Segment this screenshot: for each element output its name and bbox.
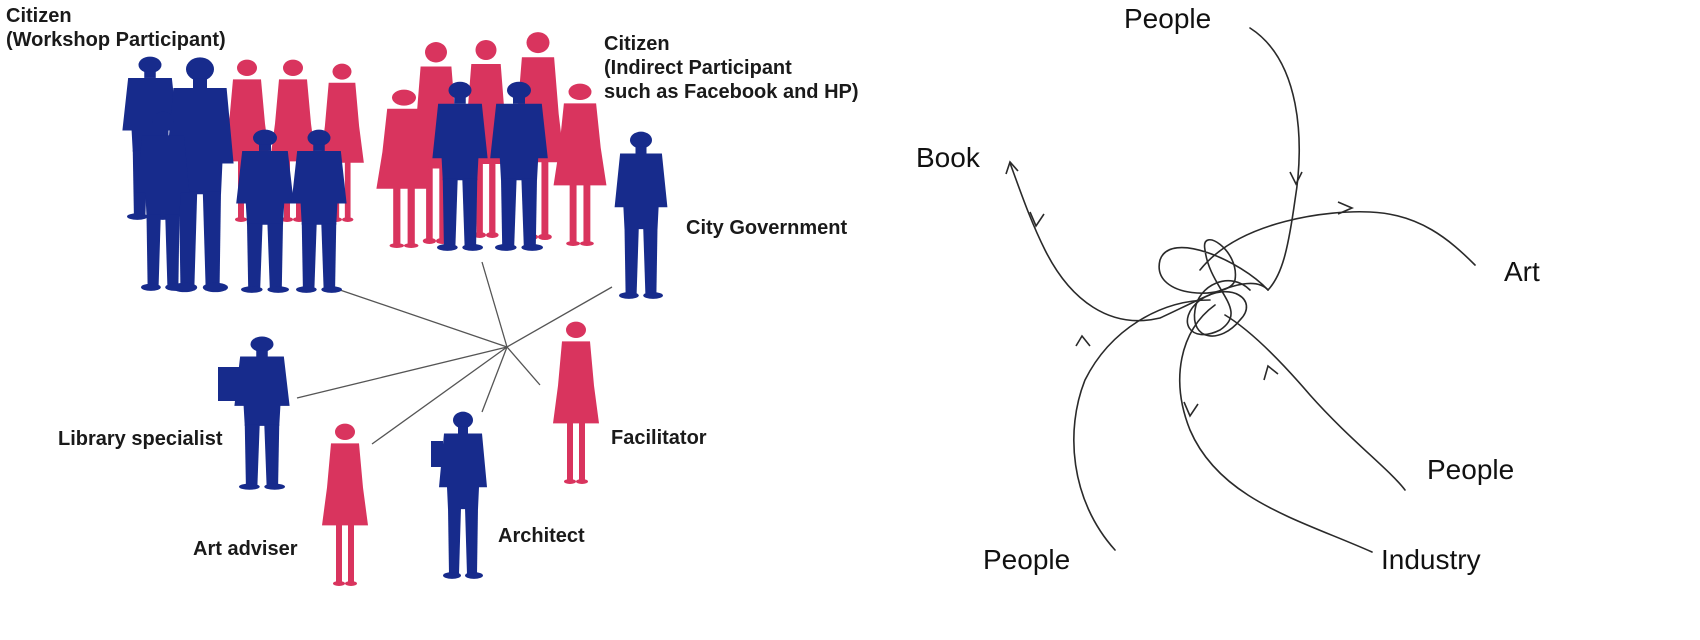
arrowhead (1029, 211, 1045, 228)
label-architect: Architect (498, 525, 585, 547)
arrowhead (1263, 364, 1279, 381)
box-icon (218, 367, 248, 401)
stroke-people-right (1224, 314, 1406, 491)
stroke-book (1009, 162, 1269, 322)
label-city-government: City Government (686, 217, 848, 239)
architect-figure (431, 411, 487, 579)
label-citizen-workshop: Citizen (Workshop Participant) (6, 4, 226, 52)
arrowhead (1337, 201, 1355, 215)
connector-lines (296, 261, 613, 445)
line-art-adviser (371, 346, 508, 445)
line-city-government (506, 286, 613, 348)
arrowhead (1005, 160, 1019, 175)
flow-label-people-top: People (1124, 3, 1212, 34)
arrowheads (1005, 160, 1355, 418)
line-workshop-citizens (339, 289, 508, 348)
flow-label-people-right: People (1427, 454, 1515, 485)
flow-label-industry: Industry (1381, 544, 1481, 575)
label-line: (Indirect Participant (604, 57, 792, 79)
arrowhead (1289, 171, 1303, 186)
flow-strokes (1009, 27, 1476, 553)
label-line: such as Facebook and HP) (604, 81, 859, 103)
book-icon (431, 441, 443, 467)
stroke-industry (1179, 304, 1373, 553)
label-line: (Workshop Participant) (6, 29, 226, 51)
label-line: Citizen (604, 33, 670, 55)
line-facilitator (506, 346, 541, 386)
flow-label-book: Book (916, 142, 980, 173)
arrowhead (1075, 334, 1091, 347)
stakeholder-diagram (122, 32, 668, 586)
label-line: Citizen (6, 5, 72, 27)
label-citizen-indirect: Citizen (Indirect Participant such as Fa… (604, 32, 859, 104)
line-architect (481, 346, 508, 413)
line-indirect-citizens (481, 261, 508, 348)
stroke-people-top (1249, 27, 1301, 291)
stroke-art (1199, 210, 1476, 271)
stroke-knot-b (1193, 279, 1251, 337)
flow-label-people-bottom: People (983, 544, 1071, 575)
library-specialist-figure (218, 336, 290, 490)
flow-label-art: Art (1504, 256, 1540, 287)
stroke-knot-a (1158, 238, 1269, 336)
label-library-specialist: Library specialist (58, 428, 223, 450)
label-facilitator: Facilitator (611, 427, 707, 449)
label-art-adviser: Art adviser (193, 538, 298, 560)
line-library-specialist (296, 346, 508, 399)
arrowhead (1183, 401, 1199, 418)
stroke-people-bottom (1073, 299, 1211, 551)
